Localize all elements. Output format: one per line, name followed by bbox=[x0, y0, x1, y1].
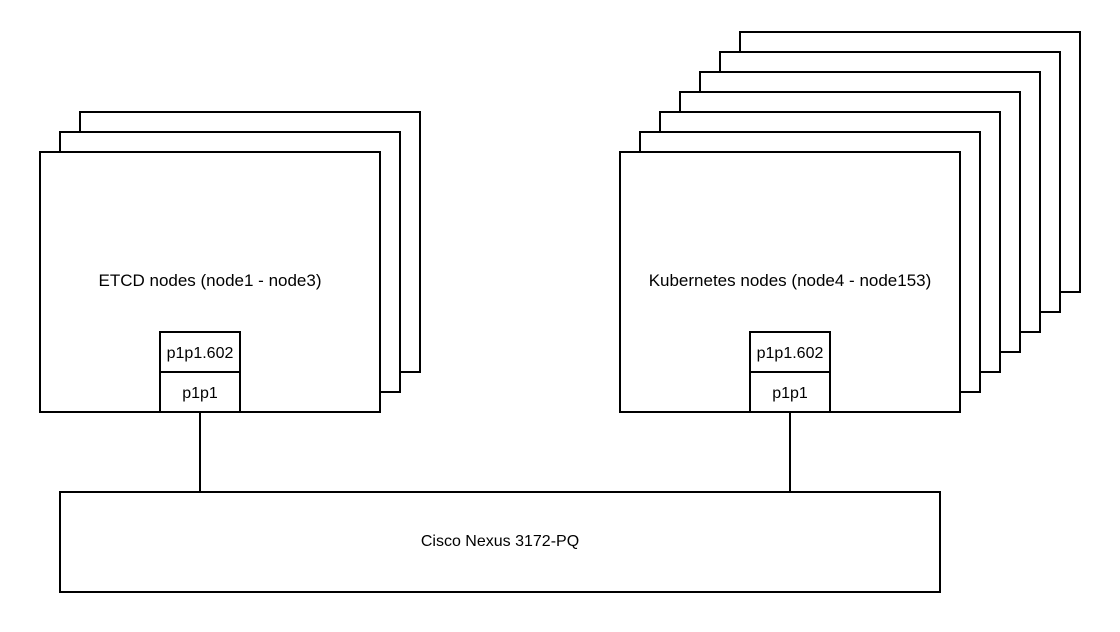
etcd-nodes-label: ETCD nodes (node1 - node3) bbox=[98, 271, 321, 290]
switch-box bbox=[59, 491, 941, 593]
etcd-node-stack: ETCD nodes (node1 - node3) p1p1.602 p1p1 bbox=[39, 111, 421, 413]
etcd-node-box-front bbox=[39, 151, 381, 413]
switch-label: Cisco Nexus 3172-PQ bbox=[421, 533, 579, 550]
kubernetes-node-stack: Kubernetes nodes (node4 - node153) p1p1.… bbox=[619, 31, 1081, 413]
kubernetes-interface-box bbox=[749, 371, 831, 413]
etcd-interface-label: p1p1 bbox=[182, 385, 218, 402]
kubernetes-nodes-label: Kubernetes nodes (node4 - node153) bbox=[649, 271, 932, 290]
etcd-vlan-interface-box bbox=[159, 331, 241, 373]
kubernetes-interface-label: p1p1 bbox=[772, 385, 808, 402]
switch: Cisco Nexus 3172-PQ bbox=[59, 491, 941, 593]
kubernetes-vlan-interface-label: p1p1.602 bbox=[757, 345, 824, 362]
etcd-vlan-interface-label: p1p1.602 bbox=[167, 345, 234, 362]
